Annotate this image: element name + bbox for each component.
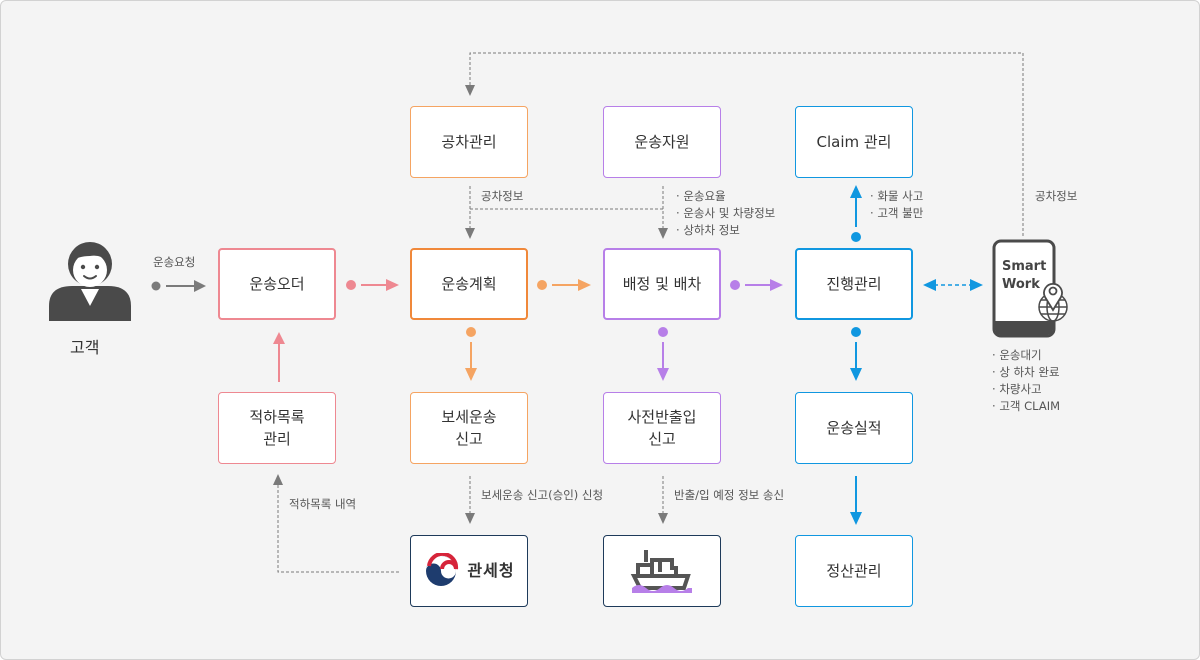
claim-note: 고객 불만 (870, 205, 923, 222)
smartwork-title-line2: Work (1002, 277, 1040, 292)
node-label: 배정 및 배차 (622, 275, 702, 293)
edge-plan-to-bonded (465, 327, 477, 381)
inout-send-label: 반출/입 예정 정보 송신 (674, 488, 785, 502)
node-label: 운송실적 (826, 419, 882, 437)
node-claim[interactable]: Claim 관리 (795, 106, 913, 178)
smartwork-title-line1: Smart (1002, 259, 1047, 274)
node-label: 운송오더 (249, 275, 305, 293)
edge-progress-to-claim (850, 185, 862, 242)
edge-plan-to-dispatch (537, 279, 591, 291)
node-results[interactable]: 운송실적 (795, 392, 913, 464)
port-ship-icon (630, 550, 692, 593)
node-label: 운송계획 (441, 275, 497, 293)
node-progress[interactable]: 진행관리 (795, 248, 913, 320)
node-settlement[interactable]: 정산관리 (795, 535, 913, 607)
edge-progress-to-results (850, 327, 862, 381)
node-label: 진행관리 (826, 275, 882, 293)
node-customs[interactable]: 관세청 (410, 535, 528, 607)
node-transport-plan[interactable]: 운송계획 (410, 248, 528, 320)
manifest-history-label: 적하목록 내역 (289, 497, 357, 511)
node-pre-inout[interactable]: 사전반출입 신고 (603, 392, 721, 464)
customs-label: 관세청 (467, 561, 515, 580)
node-port[interactable] (603, 535, 721, 607)
node-empty-vehicle[interactable]: 공차관리 (410, 106, 528, 178)
edge-progress-smartwork (923, 279, 983, 291)
node-manifest[interactable]: 적하목록 관리 (218, 392, 336, 464)
smartwork-title: Smart Work (1002, 258, 1046, 294)
customer-label: 고객 (70, 338, 100, 357)
edge-customs-to-manifest (277, 484, 399, 573)
node-label: 정산관리 (826, 562, 882, 580)
node-transport-order[interactable]: 운송오더 (218, 248, 336, 320)
smartwork-phone-icon (992, 239, 1068, 338)
node-dispatch[interactable]: 배정 및 배차 (603, 248, 721, 320)
customs-taegeuk-logo-icon (426, 553, 459, 586)
node-label-line2: 신고 (455, 430, 483, 448)
customer-person-icon (49, 242, 131, 321)
node-bonded-transport[interactable]: 보세운송 신고 (410, 392, 528, 464)
node-label-line1: 사전반출입 (627, 408, 697, 426)
smartwork-note: 운송대기 (992, 347, 1060, 364)
resource-notes: 운송요율 운송사 및 차량정보 상하차 정보 (676, 188, 775, 239)
edge-smartwork-to-empty-vehicle (469, 52, 1024, 236)
request-label: 운송요청 (153, 255, 196, 269)
claim-note: 화물 사고 (870, 188, 923, 205)
edge-manifest-to-order (273, 332, 285, 382)
edge-customer-to-order (151, 280, 206, 292)
node-label-line2: 관리 (263, 430, 291, 448)
node-label-line2: 신고 (648, 430, 676, 448)
resource-note: 운송요율 (676, 188, 775, 205)
empty-vehicle-info-label: 공차정보 (481, 189, 524, 203)
smartwork-notes: 운송대기 상 하차 완료 차량사고 고객 CLAIM (992, 347, 1060, 415)
resource-note: 운송사 및 차량정보 (676, 205, 775, 222)
edge-results-to-settlement (850, 476, 862, 525)
edge-dispatch-to-preinout (657, 327, 669, 381)
node-label: 공차관리 (441, 133, 497, 151)
smartwork-note: 상 하차 완료 (992, 364, 1060, 381)
node-label-line1: 보세운송 (441, 408, 497, 426)
empty-vehicle-return-label: 공차정보 (1035, 189, 1078, 203)
bonded-request-label: 보세운송 신고(승인) 신청 (481, 488, 604, 502)
smartwork-note: 차량사고 (992, 381, 1060, 398)
claim-notes: 화물 사고 고객 불만 (870, 188, 923, 222)
node-label-line1: 적하목록 (249, 408, 305, 426)
edge-order-to-plan (346, 279, 399, 291)
smartwork-note: 고객 CLAIM (992, 398, 1060, 415)
node-label: Claim 관리 (816, 133, 892, 151)
node-label: 운송자원 (634, 133, 690, 151)
node-transport-resource[interactable]: 운송자원 (603, 106, 721, 178)
edge-dispatch-to-progress (730, 279, 783, 291)
resource-note: 상하차 정보 (676, 222, 775, 239)
edge-resources-to-plan (469, 186, 664, 230)
